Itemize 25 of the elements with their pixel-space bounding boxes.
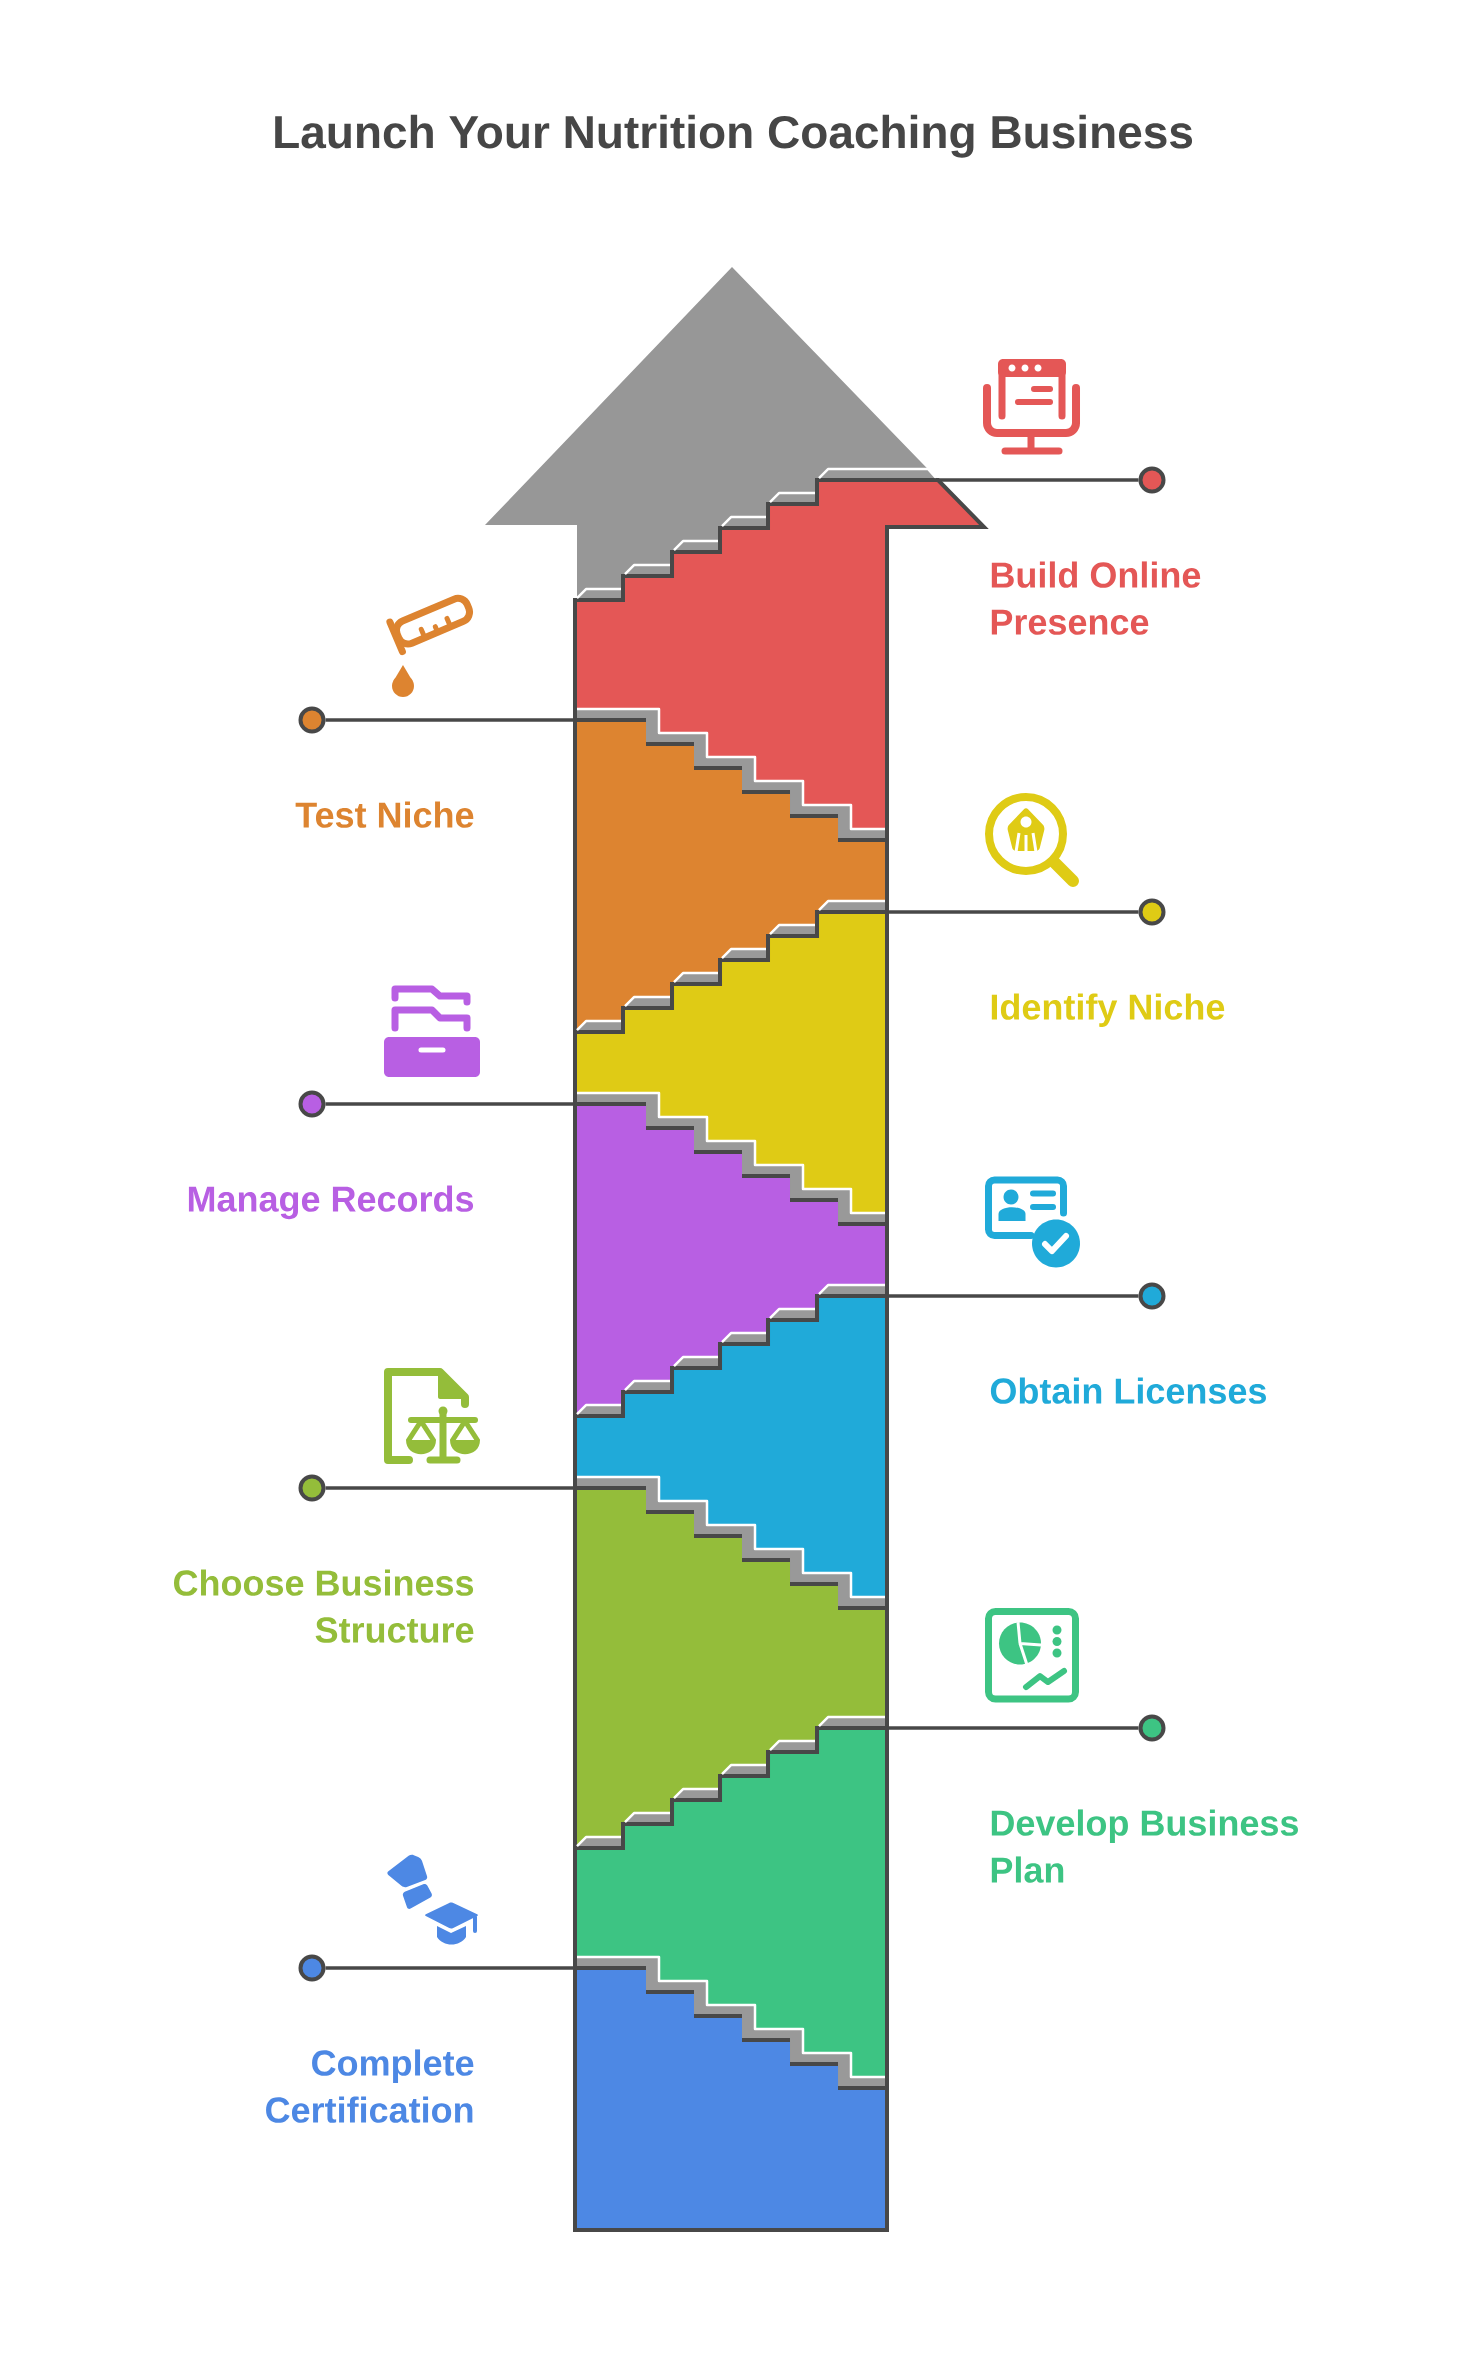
step-label: Manage Records: [188, 1185, 474, 1220]
leader-dot: [1138, 1282, 1166, 1310]
leader-line: [325, 1486, 575, 1490]
step-label: Build Online Presence: [991, 561, 1201, 635]
leader-line: [887, 910, 1139, 914]
leader-line: [325, 718, 575, 722]
leader-line: [887, 1726, 1139, 1730]
step-label: Choose Business Structure: [174, 1569, 474, 1643]
leader-line: [325, 1102, 575, 1106]
leader-line: [325, 1966, 575, 1970]
leader-line: [887, 478, 1139, 482]
step-label: Develop Business Plan: [991, 1809, 1298, 1883]
leader-dot: [298, 706, 326, 734]
leader-dot: [1138, 1714, 1166, 1742]
leader-dot: [298, 1954, 326, 1982]
leader-line: [887, 1294, 1139, 1298]
title: Launch Your Nutrition Coaching Business: [275, 114, 1193, 158]
leader-dot: [1138, 898, 1166, 926]
step-label: Complete Certification: [266, 2049, 474, 2123]
leader-dot: [298, 1090, 326, 1118]
step-label: Identify Niche: [991, 993, 1225, 1027]
leader-dot: [298, 1474, 326, 1502]
leader-dot: [1138, 466, 1166, 494]
step-label: Test Niche: [295, 801, 474, 828]
step-label: Obtain Licenses: [990, 1377, 1266, 1404]
